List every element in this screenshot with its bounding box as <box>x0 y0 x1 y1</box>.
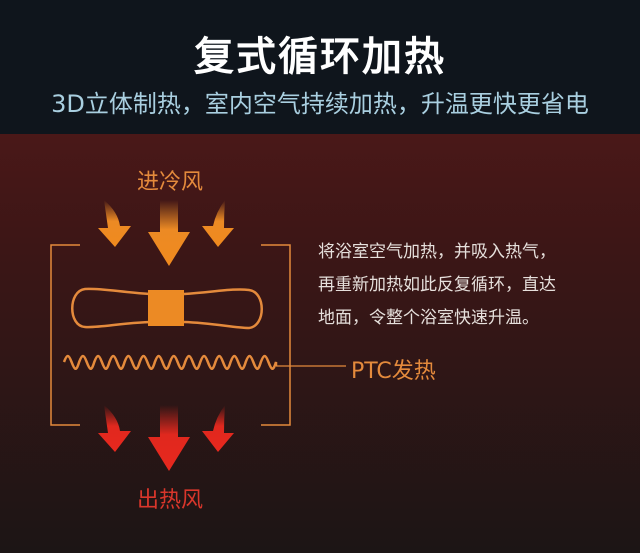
description-line: 再重新加热如此反复循环，直达 <box>318 275 556 295</box>
left-bracket <box>50 244 80 426</box>
arrow-curved-left-icon <box>98 405 131 452</box>
right-bracket <box>261 244 291 426</box>
ptc-label: PTC发热 <box>351 359 436 384</box>
arrow-down-icon <box>148 200 190 266</box>
arrow-down-icon <box>148 405 190 471</box>
page-title: 复式循环加热 <box>194 34 446 80</box>
description-line: 将浴室空气加热，并吸入热气， <box>318 242 556 262</box>
intake-label: 进冷风 <box>136 170 203 195</box>
motor-block <box>148 290 184 326</box>
description-line: 地面，令整个浴室快速升温。 <box>318 308 539 328</box>
ptc-coil <box>62 354 278 370</box>
fan-loop <box>71 287 263 330</box>
arrow-curved-right-icon <box>202 200 234 247</box>
page-subtitle: 3D立体制热，室内空气持续加热，升温更快更省电 <box>51 90 589 118</box>
description: 将浴室空气加热，并吸入热气， 再重新加热如此反复循环，直达 地面，令整个浴室快速… <box>318 236 618 335</box>
header-banner: 复式循环加热 3D立体制热，室内空气持续加热，升温更快更省电 <box>0 0 640 134</box>
arrow-curved-right-icon <box>202 405 234 452</box>
arrow-curved-left-icon <box>98 200 131 247</box>
cold-air-arrows <box>98 200 234 266</box>
hot-air-arrows <box>98 405 234 471</box>
outlet-label: 出热风 <box>136 488 203 513</box>
